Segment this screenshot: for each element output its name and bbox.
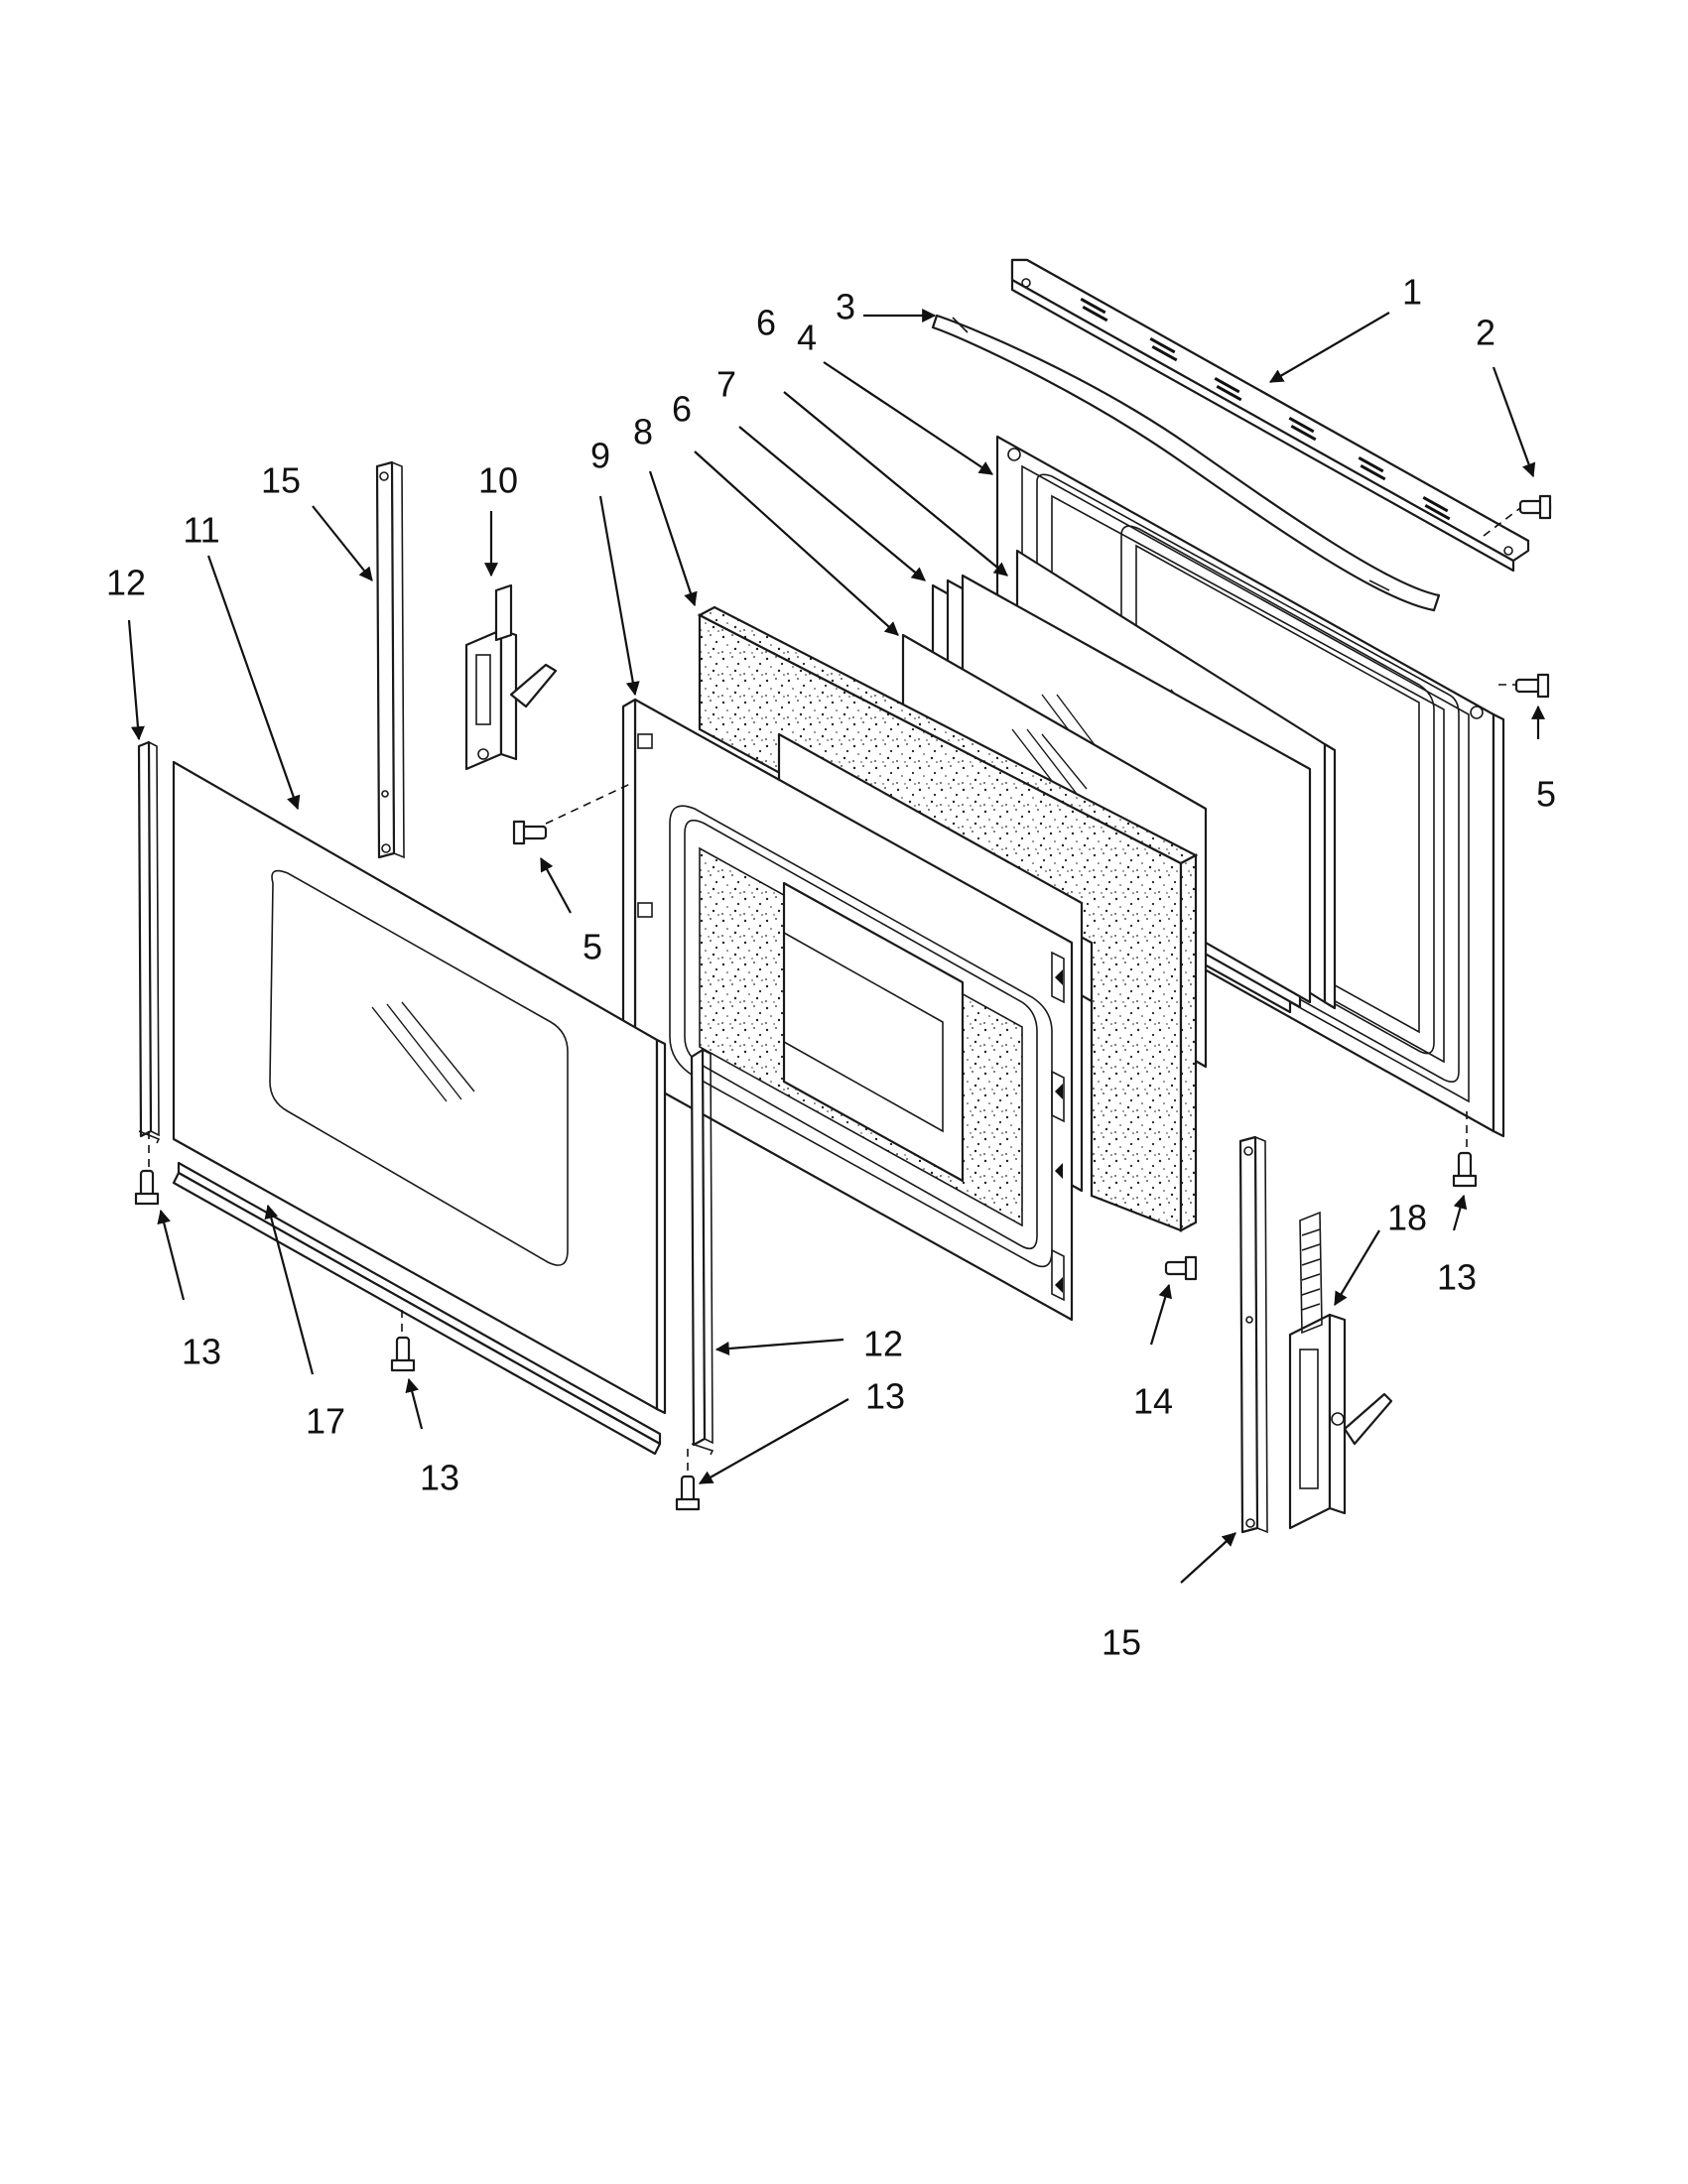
callout-15-bottom: 15: [1102, 1622, 1141, 1663]
part-15-hinge-receiver-top: [375, 460, 405, 859]
part-13-screw-left: [134, 1169, 160, 1206]
part-13-screw-center: [390, 1336, 416, 1372]
callout-1: 1: [1402, 272, 1422, 313]
leader-lines: [127, 309, 1545, 1584]
part-14-screw: [1164, 1255, 1198, 1281]
callout-3: 3: [836, 287, 855, 327]
callout-13-center: 13: [420, 1458, 459, 1498]
part-17-bottom-trim: [172, 1161, 662, 1456]
callout-5-right: 5: [1536, 774, 1556, 815]
part-1-vent-trim: [1010, 258, 1530, 573]
part-13-screw-bottom: [675, 1475, 701, 1511]
part-5-screw-right: [1514, 673, 1550, 699]
callout-13-right: 13: [1437, 1257, 1477, 1298]
callout-7: 7: [716, 364, 736, 405]
part-11-outer-door: [172, 760, 667, 1415]
part-9-door-panel: [621, 698, 1074, 1322]
callout-13-left: 13: [182, 1332, 221, 1372]
callout-2: 2: [1476, 313, 1495, 353]
callout-13-bottom: 13: [865, 1376, 905, 1417]
alignment-lines: [148, 507, 1521, 1477]
part-18-door-hinge-spring: [1288, 1211, 1393, 1530]
callout-labels: 1 2 3 4 5 5 6 6 7 8 9 10 11 12 12 13 13 …: [106, 272, 1556, 1663]
callout-10: 10: [478, 460, 518, 501]
callout-6-lower: 6: [672, 389, 692, 430]
part-12-side-trim-left: [137, 740, 161, 1144]
part-5-screw-left: [512, 820, 548, 845]
callout-4: 4: [797, 318, 817, 358]
part-15-hinge-receiver-bottom: [1238, 1135, 1268, 1534]
callout-12-right: 12: [863, 1324, 903, 1364]
callout-14: 14: [1133, 1381, 1173, 1422]
callout-18: 18: [1387, 1198, 1427, 1238]
callout-6-upper: 6: [756, 303, 776, 343]
callout-12-left: 12: [106, 563, 146, 603]
part-12-side-trim-right: [690, 1048, 714, 1456]
part-10-door-hinge: [464, 583, 558, 771]
callout-17: 17: [306, 1401, 345, 1442]
callout-9: 9: [590, 436, 610, 476]
part-13-screw-right: [1452, 1151, 1478, 1188]
part-3-door-handle: [931, 314, 1441, 612]
callout-15-top: 15: [261, 460, 301, 501]
callout-5-left: 5: [583, 927, 602, 967]
callout-8: 8: [633, 412, 653, 452]
callout-11: 11: [183, 510, 219, 551]
part-2-screw: [1518, 494, 1552, 520]
